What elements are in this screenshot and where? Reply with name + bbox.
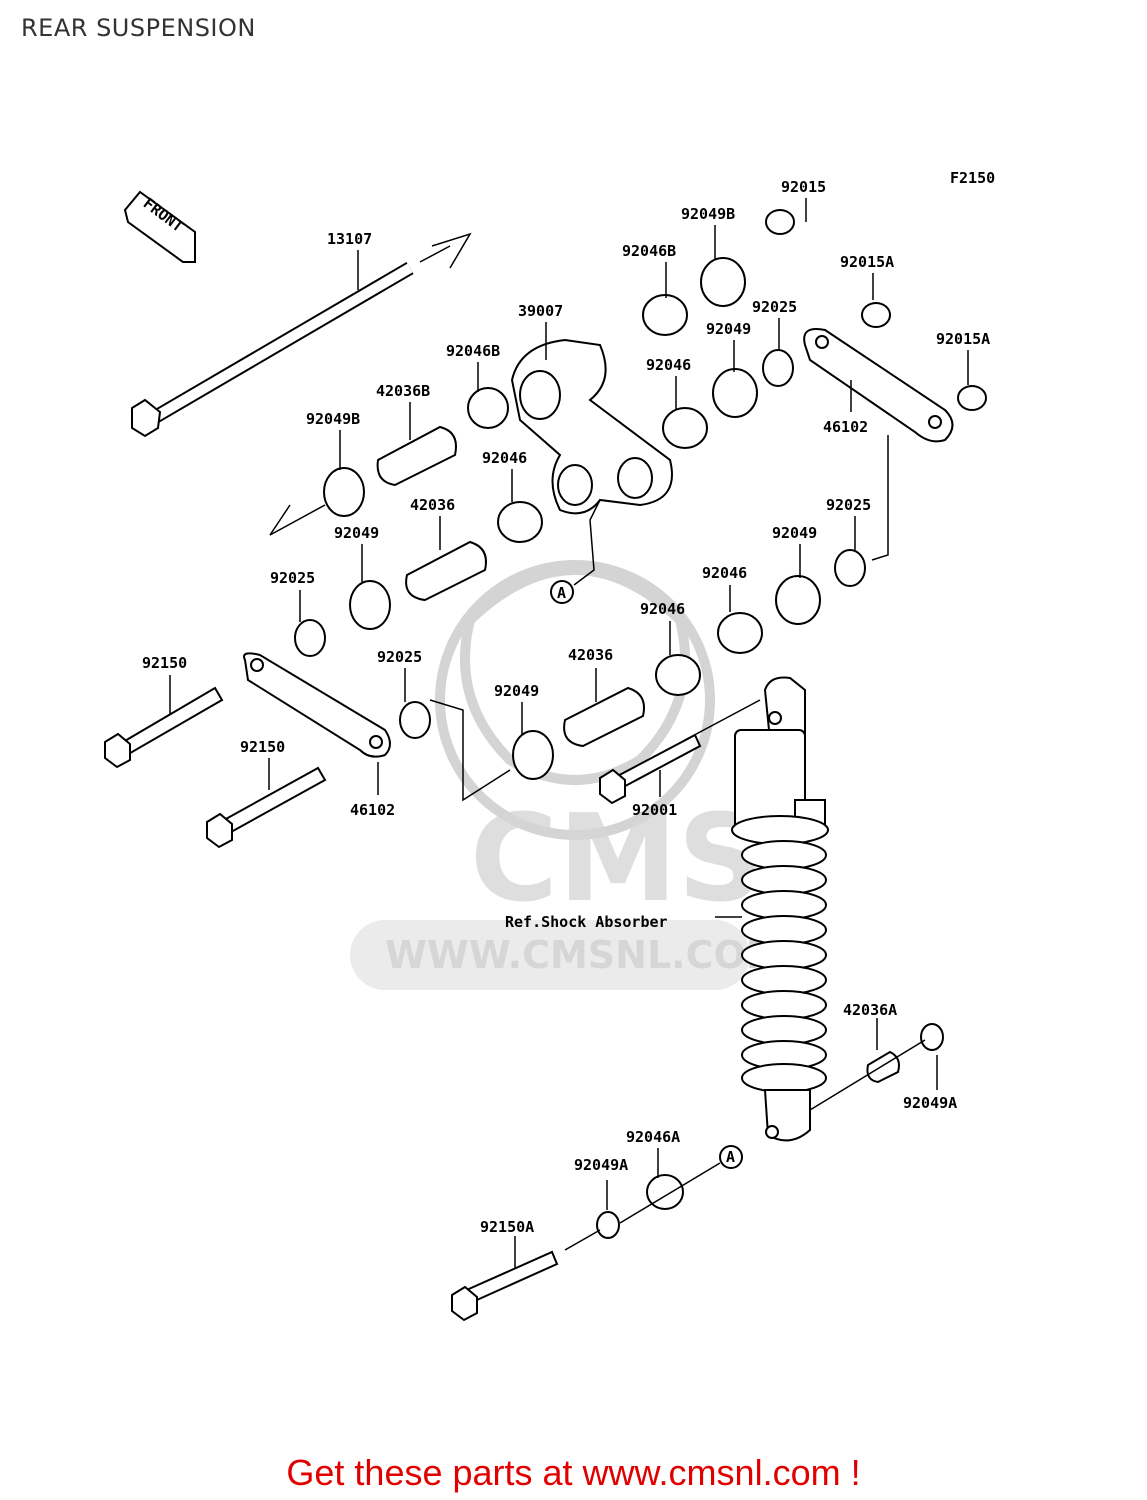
- promo-link[interactable]: Get these parts at www.cmsnl.com !: [286, 1452, 861, 1493]
- callout-92046-upper: 92046: [646, 356, 691, 374]
- bearings-washers: [294, 209, 987, 1239]
- callout-92049b-upper: 92049B: [681, 205, 735, 223]
- watermark-url-text: WWW.CMSNL.COM: [385, 933, 784, 977]
- callout-92015: 92015: [781, 178, 826, 196]
- tie-rod-46102-upper: [803, 328, 954, 443]
- callout-92049a-lower: 92049A: [574, 1156, 628, 1174]
- callout-92150-lower: 92150: [240, 738, 285, 756]
- watermark-logo-text: CMS: [470, 790, 764, 929]
- leader-lines: [169, 198, 969, 1268]
- callout-92049b-left: 92049B: [306, 410, 360, 428]
- callout-92046b-mid: 92046B: [446, 342, 500, 360]
- callout-92049-lower: 92049: [494, 682, 539, 700]
- figure-id: F2150: [950, 169, 995, 187]
- callout-92046b-upper: 92046B: [622, 242, 676, 260]
- callout-92046-mid: 92046: [482, 449, 527, 467]
- callout-ref-shock-absorber: Ref.Shock Absorber: [505, 913, 668, 931]
- exploded-parts-diagram: CMS WWW.CMSNL.COM FRONT F2150: [104, 169, 995, 1322]
- callout-39007: 39007: [518, 302, 563, 320]
- shaft-13107: [131, 232, 472, 438]
- callout-46102-lower: 46102: [350, 801, 395, 819]
- callout-92046a: 92046A: [626, 1128, 680, 1146]
- front-arrow-icon: FRONT: [123, 190, 196, 263]
- callout-92049-upper: 92049: [706, 320, 751, 338]
- callout-42036a: 42036A: [843, 1001, 897, 1019]
- watermark: CMS WWW.CMSNL.COM: [350, 560, 784, 990]
- callout-labels: 13107 92015 92049B 92046B 92015A 92025 3…: [142, 178, 990, 1236]
- callout-42036b: 42036B: [376, 382, 430, 400]
- callout-92025-left: 92025: [270, 569, 315, 587]
- callout-92025-upper: 92025: [752, 298, 797, 316]
- callout-42036-upper: 42036: [410, 496, 455, 514]
- callout-92049-right: 92049: [772, 524, 817, 542]
- callout-92046-lower: 92046: [640, 600, 685, 618]
- callout-92001: 92001: [632, 801, 677, 819]
- ref-letter-a-1: A: [557, 584, 566, 602]
- tie-rod-46102-lower: [243, 652, 391, 758]
- callout-13107: 13107: [327, 230, 372, 248]
- callout-92025-lower: 92025: [377, 648, 422, 666]
- shock-spring: [741, 840, 827, 1093]
- callout-92049a-right: 92049A: [903, 1094, 957, 1112]
- callout-92049-left: 92049: [334, 524, 379, 542]
- callout-92150a: 92150A: [480, 1218, 534, 1236]
- callout-92025-right: 92025: [826, 496, 871, 514]
- shock-absorber: [731, 676, 829, 1142]
- callout-92150-upper: 92150: [142, 654, 187, 672]
- bolts: [104, 686, 702, 1322]
- callout-46102-upper: 46102: [823, 418, 868, 436]
- callout-42036-lower: 42036: [568, 646, 613, 664]
- callout-92046-right: 92046: [702, 564, 747, 582]
- ref-letter-a-2: A: [726, 1148, 735, 1166]
- rocker-arm-39007: [510, 338, 673, 515]
- callout-92015a-upper: 92015A: [840, 253, 894, 271]
- callout-92015a-right: 92015A: [936, 330, 990, 348]
- sleeves: [376, 425, 900, 1084]
- page-title: REAR SUSPENSION: [21, 14, 256, 42]
